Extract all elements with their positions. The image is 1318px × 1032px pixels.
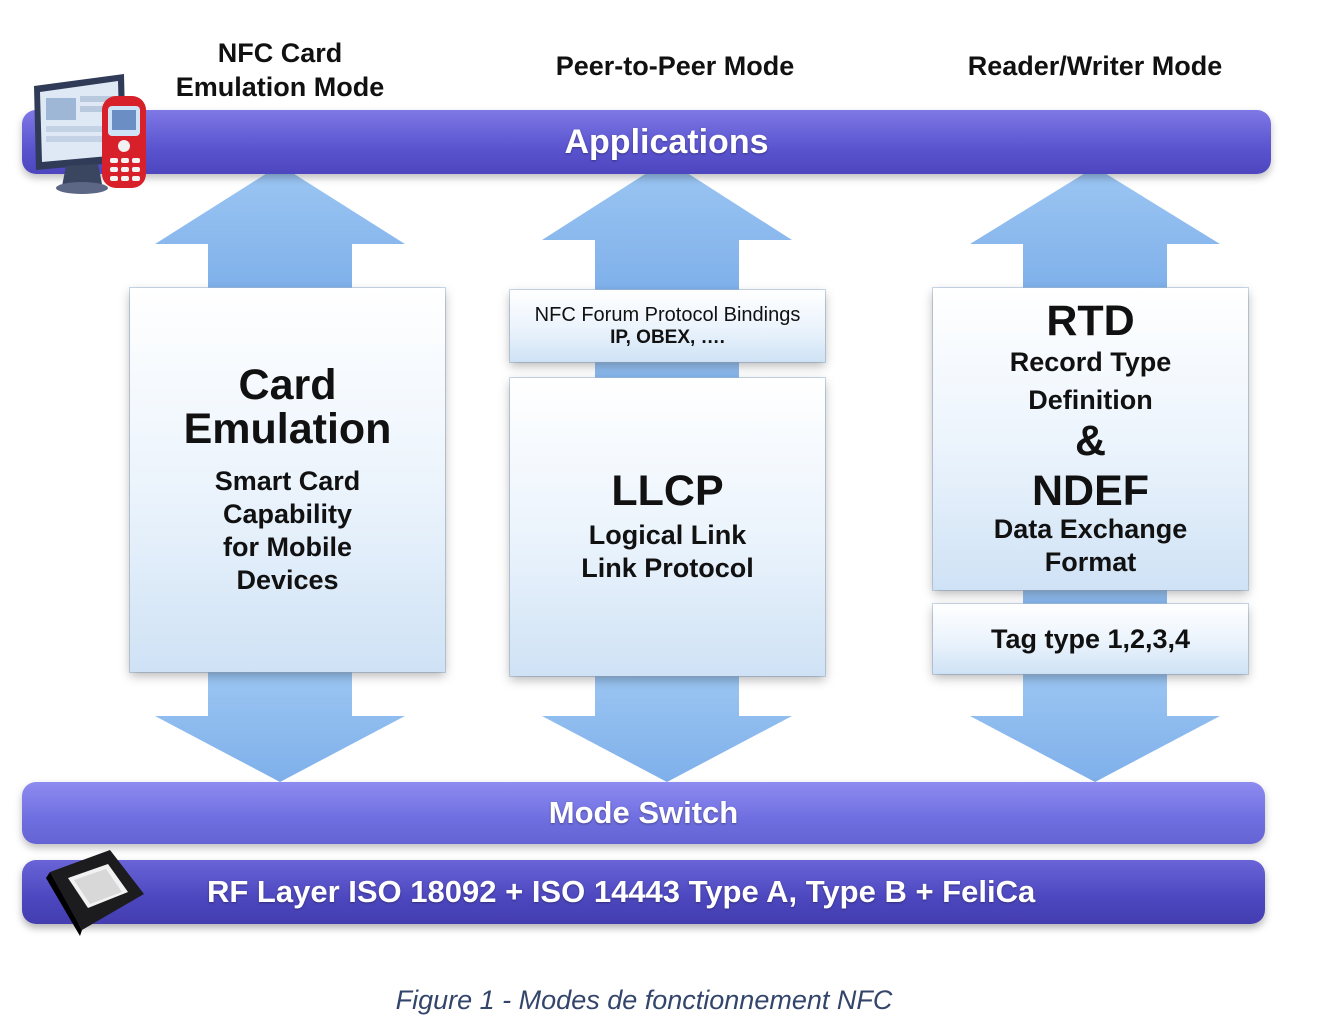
chip-icon <box>46 850 144 936</box>
protocol-bindings-line1: NFC Forum Protocol Bindings <box>534 303 801 326</box>
rtd-desc-line2: Definition <box>1028 385 1153 415</box>
card-emulation-up-arrow <box>155 165 405 292</box>
tag-type-label: Tag type 1,2,3,4 <box>990 623 1191 654</box>
llcp-desc-line1: Logical Link <box>588 520 747 550</box>
card-emulation-desc-line1: Smart Card <box>214 466 361 496</box>
llcp-title: LLCP <box>611 467 724 515</box>
card-emulation-desc-line2: Capability <box>222 499 353 529</box>
card-emulation-title-line2: Emulation <box>183 405 392 453</box>
card-emulation-down-arrow <box>155 668 405 782</box>
ndef-desc-line1: Data Exchange <box>993 514 1188 544</box>
reader-writer-up-arrow <box>970 167 1220 292</box>
card-emulation-mode-title-line2: Emulation Mode <box>175 72 385 102</box>
figure-caption: Figure 1 - Modes de fonctionnement NFC <box>395 985 893 1015</box>
rtd-desc-line1: Record Type <box>1009 347 1172 377</box>
ndef-title: NDEF <box>1031 467 1150 515</box>
llcp-desc-line2: Link Protocol <box>581 553 754 583</box>
mode-switch-label: Mode Switch <box>548 795 739 830</box>
peer-to-peer-connector <box>595 360 739 382</box>
rf-layer-label: RF Layer ISO 18092 + ISO 14443 Type A, T… <box>207 874 1036 909</box>
protocol-bindings-line2: IP, OBEX, …. <box>610 326 725 348</box>
llcp-panel: LLCP Logical Link Link Protocol <box>510 378 825 676</box>
reader-writer-down-arrow <box>970 670 1220 782</box>
rtd-title: RTD <box>1046 297 1135 345</box>
rf-layer-band: RF Layer ISO 18092 + ISO 14443 Type A, T… <box>22 860 1265 924</box>
card-emulation-panel: Card Emulation Smart Card Capability for… <box>130 288 445 672</box>
ndef-desc-line2: Format <box>1044 547 1137 577</box>
reader-writer-mode-title: Reader/Writer Mode <box>967 51 1223 81</box>
mode-switch-band: Mode Switch <box>22 782 1265 844</box>
card-emulation-mode-title: NFC Card Emulation Mode <box>150 36 410 104</box>
pc-and-phone-icon <box>34 74 146 194</box>
card-emulation-title-line1: Card <box>238 361 337 409</box>
protocol-bindings-panel: NFC Forum Protocol Bindings IP, OBEX, …. <box>510 290 825 362</box>
card-emulation-desc-line4: Devices <box>236 565 339 595</box>
applications-band: Applications <box>22 110 1271 174</box>
applications-label: Applications <box>564 122 769 161</box>
peer-to-peer-mode-title: Peer-to-Peer Mode <box>555 51 795 81</box>
peer-to-peer-up-arrow <box>542 160 792 292</box>
tag-type-panel: Tag type 1,2,3,4 <box>933 604 1248 674</box>
card-emulation-mode-title-line1: NFC Card <box>217 38 343 68</box>
reader-writer-connector <box>1023 588 1167 608</box>
rtd-ampersand: & <box>1074 417 1107 465</box>
peer-to-peer-down-arrow <box>542 672 792 782</box>
card-emulation-desc-line3: for Mobile <box>223 532 352 562</box>
rtd-ndef-panel: RTD Record Type Definition & NDEF Data E… <box>933 288 1248 590</box>
